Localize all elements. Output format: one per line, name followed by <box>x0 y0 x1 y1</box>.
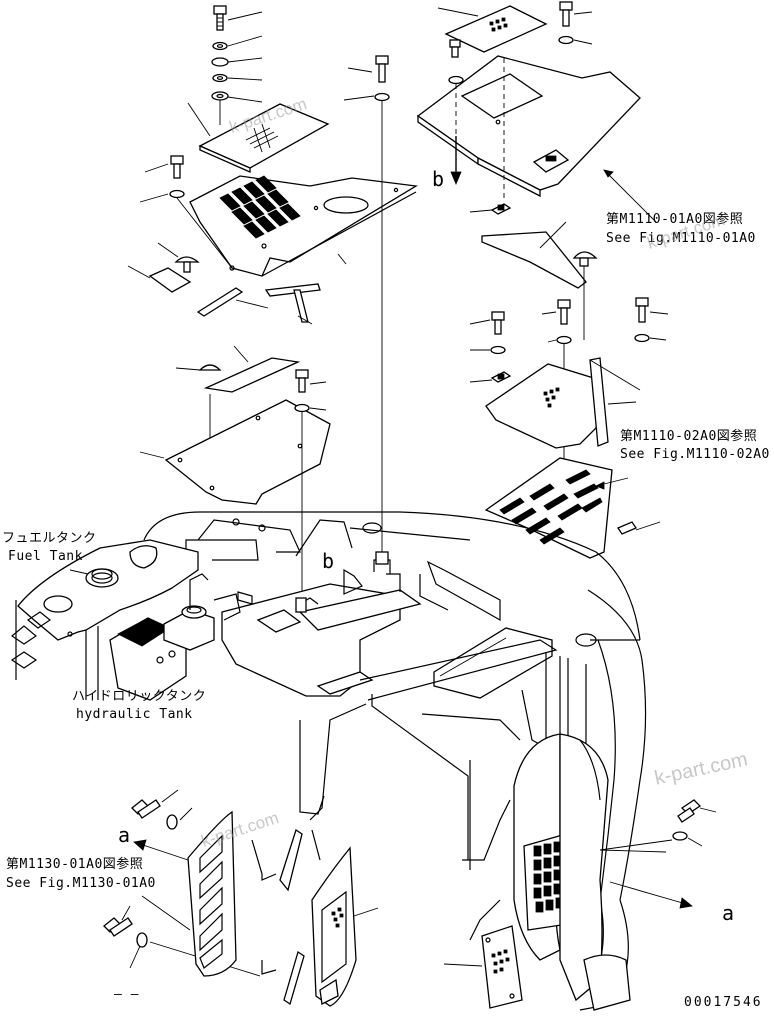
fuel-tank-label-jp: フュエルタンク <box>2 531 97 546</box>
bolts-right-row <box>469 297 669 540</box>
floor-plate-upper <box>416 55 657 223</box>
small-grille-plate-right <box>437 5 548 58</box>
top-cover-left <box>189 175 418 277</box>
side-door-right <box>311 846 379 1007</box>
marker-b-mid: b <box>322 549 335 573</box>
arrow-a-right <box>609 881 693 909</box>
inspection-cover-mid <box>139 345 331 604</box>
arrow-b-top <box>450 136 462 186</box>
bolt-upper-right <box>558 1 593 45</box>
reference-m1110-02-jp: 第M1110-02A0図参照 <box>620 429 758 444</box>
reference-m1130-01-en: See Fig.M1130-01A0 <box>6 876 156 891</box>
marker-a-left: a <box>118 823 131 847</box>
bolt-right-lower <box>599 799 717 853</box>
seal-strips <box>196 253 347 325</box>
main-frame <box>143 511 647 1011</box>
dash-mark: – – <box>114 987 139 1002</box>
hydraulic-tank-label-en: hydraulic Tank <box>76 707 193 722</box>
marker-a-right: a <box>722 901 735 925</box>
floor-grating-right <box>484 457 661 559</box>
reference-m1110-01-jp: 第M1110-01A0図参照 <box>606 212 744 227</box>
marker-b-top: b <box>432 167 445 191</box>
bolt-left-2 <box>139 155 233 269</box>
bolt-upper-left <box>211 5 229 125</box>
side-door-left <box>141 810 237 977</box>
side-cover-right-mid <box>469 357 641 449</box>
hydraulic-tank <box>109 573 241 701</box>
strip-right <box>481 221 598 340</box>
reference-m1110-02-en: See Fig.M1110-02A0 <box>620 447 770 462</box>
door-seals-lower <box>251 828 321 1006</box>
side-panels-right <box>443 733 631 1011</box>
fuel-tank-label-en: Fuel Tank <box>8 549 83 564</box>
reference-m1130-01-jp: 第M1130-01A0図参照 <box>6 857 144 872</box>
leader-lines-upper-left <box>187 11 263 137</box>
bolt-center-long <box>343 55 390 560</box>
reference-m1110-01-en: See Fig.M1110-01A0 <box>606 231 756 246</box>
bolts-lower-left <box>103 789 261 977</box>
small-cover-plate <box>198 103 330 173</box>
clip-right <box>469 203 512 215</box>
center-frame-beams <box>221 551 558 941</box>
rubber-plug-left <box>127 242 200 293</box>
hydraulic-tank-label-jp: ハイドロリックタンク <box>72 689 207 704</box>
fuel-tank <box>10 539 199 700</box>
drawing-number: 00017546 <box>684 995 763 1010</box>
